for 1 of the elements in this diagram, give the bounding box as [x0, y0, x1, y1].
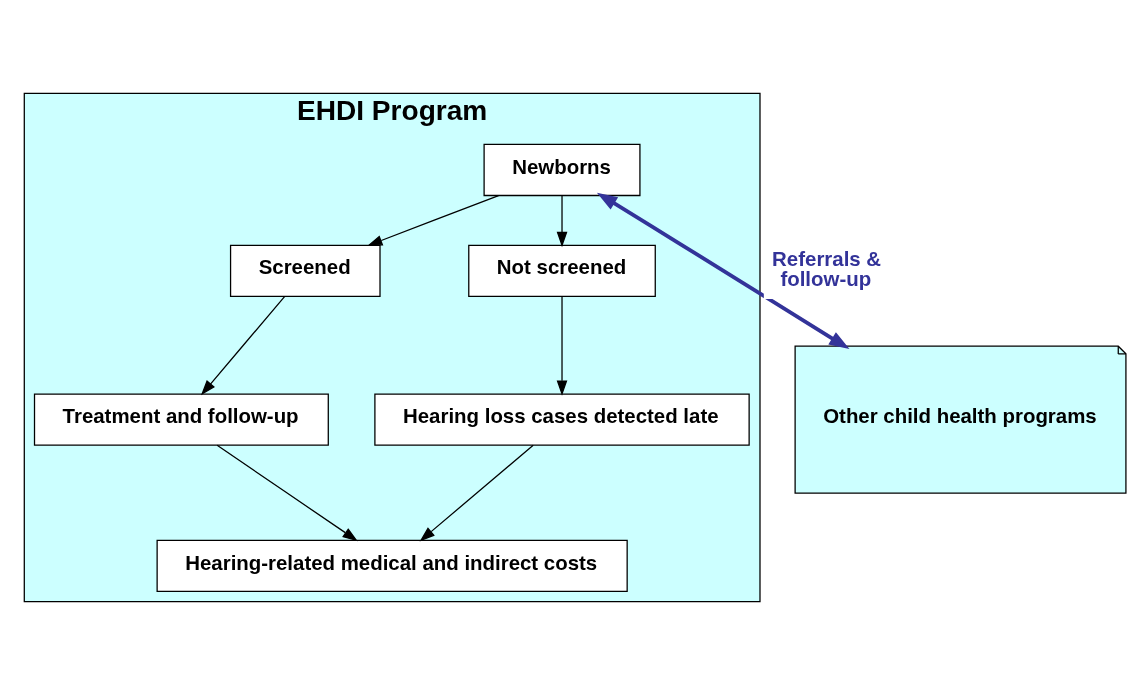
edge-label: Referrals & follow-up — [772, 247, 882, 290]
